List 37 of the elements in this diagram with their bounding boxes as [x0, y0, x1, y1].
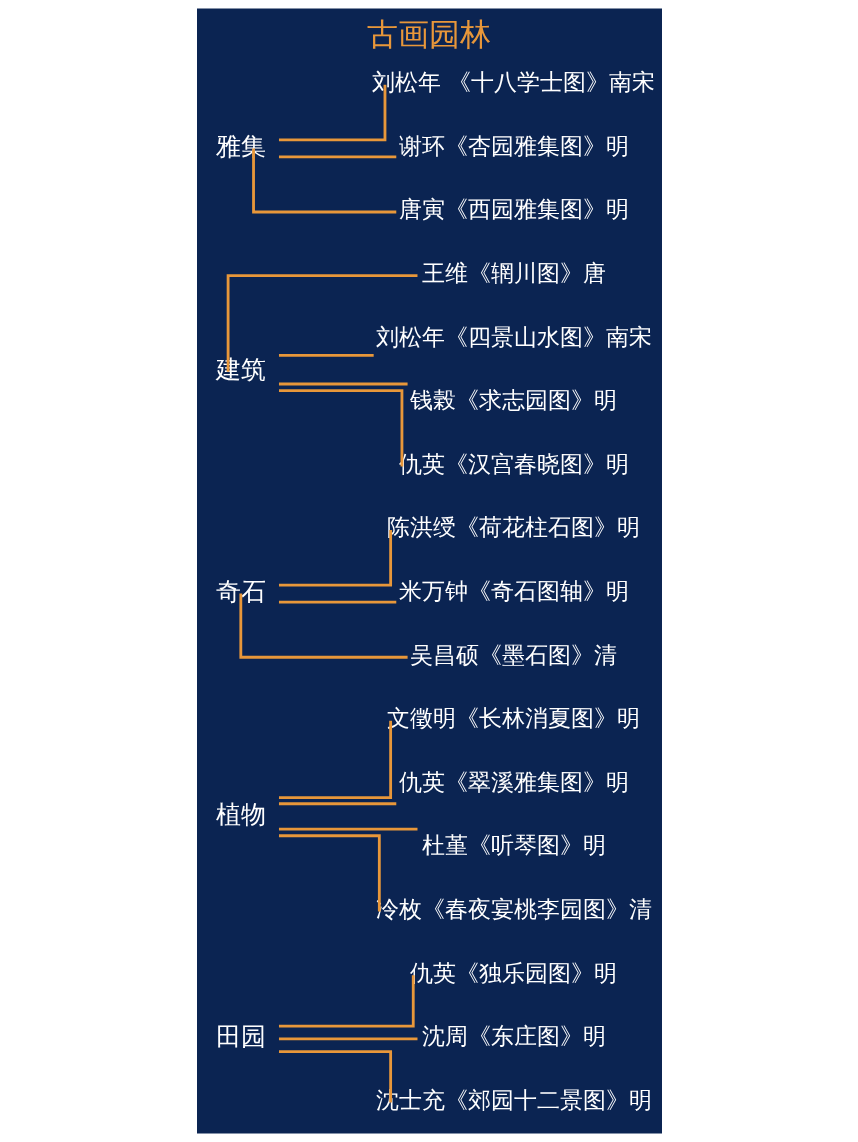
connector: [278, 827, 417, 831]
node-text: 陈洪绶《荷花柱石图》明: [386, 514, 640, 541]
connector: [278, 354, 374, 357]
node-text: 仇英《独乐园图》明: [409, 959, 617, 986]
node-text: 沈周《东庄图》明: [421, 1023, 606, 1050]
connector: [278, 389, 403, 467]
node-text: 谢环《杏园雅集图》明: [398, 132, 629, 159]
node-text: 奇石: [215, 575, 266, 606]
connector: [278, 975, 415, 1028]
connector: [238, 593, 408, 659]
node-text: 王维《辋川图》唐: [421, 259, 606, 286]
node-text: 杜堇《听琴图》明: [421, 832, 606, 859]
node-text: 唐寅《西园雅集图》明: [398, 196, 629, 223]
diagram-title: 古画园林: [367, 15, 491, 52]
connector: [278, 720, 392, 800]
node-text: 吴昌硕《墨石图》清: [409, 641, 617, 668]
node-text: 刘松年《四景山水图》南宋: [375, 323, 652, 350]
connector: [278, 155, 396, 159]
connector: [278, 84, 386, 142]
connector: [278, 802, 396, 806]
connector: [278, 1037, 417, 1041]
connector: [278, 382, 408, 386]
connector: [278, 834, 381, 912]
node-text: 米万钟《奇石图轴》明: [398, 577, 629, 604]
connector: [226, 274, 417, 372]
node-text: 文徵明《长林消夏图》明: [386, 705, 640, 732]
connector: [251, 148, 396, 214]
node-text: 钱榖《求志园图》明: [409, 387, 617, 414]
connector: [278, 530, 392, 587]
node-text: 刘松年 《十八学士图》南宋: [371, 69, 655, 96]
node-text: 田园: [215, 1021, 266, 1052]
node-text: 冷枚《春夜宴桃李园图》清: [375, 895, 652, 922]
node-text: 仇英《翠溪雅集图》明: [398, 768, 629, 795]
node-text: 植物: [215, 799, 266, 830]
connector: [278, 600, 396, 604]
node-text: 建筑: [215, 353, 266, 384]
connector: [278, 1050, 392, 1103]
